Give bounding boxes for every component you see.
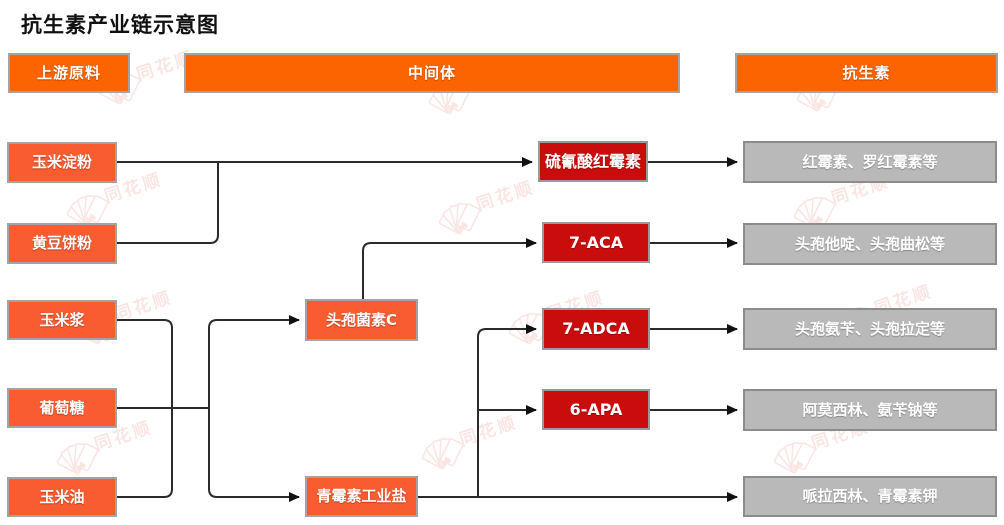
node-cephalexin-products: 头孢氨苄、头孢拉定等 bbox=[743, 308, 997, 350]
node-soybean-cake-powder: 黄豆饼粉 bbox=[7, 223, 117, 264]
watermark-stamp: ♠同花顺 bbox=[438, 177, 538, 235]
node-piperacillin-products: 哌拉西林、青霉素钾 bbox=[743, 476, 997, 517]
node-label: 头孢氨苄、头孢拉定等 bbox=[794, 319, 945, 338]
watermark-text: 同花顺 bbox=[112, 287, 176, 326]
node-label: 青霉素工业盐 bbox=[316, 487, 407, 506]
node-7-adca: 7-ADCA bbox=[542, 308, 650, 350]
card-fan-icon: ♠ bbox=[773, 441, 816, 474]
node-label: 哌拉西林、青霉素钾 bbox=[802, 487, 938, 506]
node-corn-starch: 玉米淀粉 bbox=[7, 142, 117, 183]
edge-corn-steep-liquor-to-ferment-junction bbox=[117, 319, 173, 408]
node-6-apa: 6-APA bbox=[542, 389, 650, 430]
node-header-antibiotic: 抗生素 bbox=[735, 53, 998, 93]
node-label: 葡萄糖 bbox=[39, 398, 85, 417]
node-label: 头孢菌素C bbox=[325, 310, 397, 329]
node-header-intermediate: 中间体 bbox=[184, 53, 680, 93]
node-glucose: 葡萄糖 bbox=[7, 388, 117, 428]
node-corn-steep-liquor: 玉米浆 bbox=[7, 300, 117, 340]
page-title: 抗生素产业链示意图 bbox=[21, 13, 219, 37]
node-label: 中间体 bbox=[407, 63, 456, 82]
edge-ferment-junction-to-cephalosporin-c bbox=[208, 315, 300, 408]
node-label: 7-ADCA bbox=[562, 319, 630, 339]
node-label: 6-APA bbox=[569, 399, 623, 419]
watermark-stamp: ♠同花顺 bbox=[421, 412, 521, 470]
node-label: 7-ACA bbox=[568, 232, 624, 252]
edge-ferment-junction-to-penicillin-industrial-salt bbox=[208, 408, 300, 502]
watermark-text: 同花顺 bbox=[457, 412, 521, 451]
spade-icon: ♠ bbox=[75, 457, 90, 474]
node-label: 红霉素、罗红霉素等 bbox=[802, 152, 938, 171]
node-label: 头孢他啶、头孢曲松等 bbox=[794, 234, 945, 253]
node-label: 黄豆饼粉 bbox=[31, 234, 92, 253]
node-label: 玉米淀粉 bbox=[31, 153, 92, 172]
spade-icon: ♠ bbox=[815, 94, 830, 111]
node-penicillin-industrial-salt: 青霉素工业盐 bbox=[305, 476, 418, 517]
spade-icon: ♠ bbox=[457, 217, 472, 234]
spade-icon: ♠ bbox=[440, 452, 455, 469]
node-label: 阿莫西林、氨苄钠等 bbox=[802, 400, 938, 419]
edge-cephalosporin-c-to-7-aca bbox=[362, 238, 537, 299]
node-ceftazidime-products: 头孢他啶、头孢曲松等 bbox=[743, 223, 997, 265]
card-fan-icon: ♠ bbox=[56, 442, 99, 475]
node-amoxicillin-products: 阿莫西林、氨苄钠等 bbox=[743, 389, 997, 431]
card-fan-icon: ♠ bbox=[421, 437, 464, 470]
node-7-aca: 7-ACA bbox=[542, 222, 650, 263]
edge-corn-oil-to-ferment-junction bbox=[117, 408, 173, 498]
spade-icon: ♠ bbox=[527, 327, 542, 344]
node-cephalosporin-c: 头孢菌素C bbox=[305, 299, 418, 341]
node-header-upstream: 上游原料 bbox=[8, 53, 130, 93]
card-fan-icon: ♠ bbox=[438, 202, 481, 235]
node-label: 玉米浆 bbox=[39, 310, 85, 329]
edge-penicillin-salt-branch-to-7-adca bbox=[477, 324, 537, 497]
node-corn-oil: 玉米油 bbox=[7, 477, 117, 517]
watermark-text: 同花顺 bbox=[474, 177, 538, 216]
node-label: 硫氰酸红霉素 bbox=[544, 151, 641, 171]
node-label: 上游原料 bbox=[36, 63, 101, 82]
spade-icon: ♠ bbox=[792, 456, 807, 473]
node-label: 抗生素 bbox=[842, 63, 891, 82]
node-erythromycin-thiocyanate: 硫氰酸红霉素 bbox=[538, 141, 648, 182]
node-label: 玉米油 bbox=[39, 487, 85, 506]
edge-soybean-cake-join-corn-starch-line bbox=[117, 163, 219, 244]
node-erythromycin-products: 红霉素、罗红霉素等 bbox=[743, 141, 997, 183]
spade-icon: ♠ bbox=[447, 97, 462, 114]
